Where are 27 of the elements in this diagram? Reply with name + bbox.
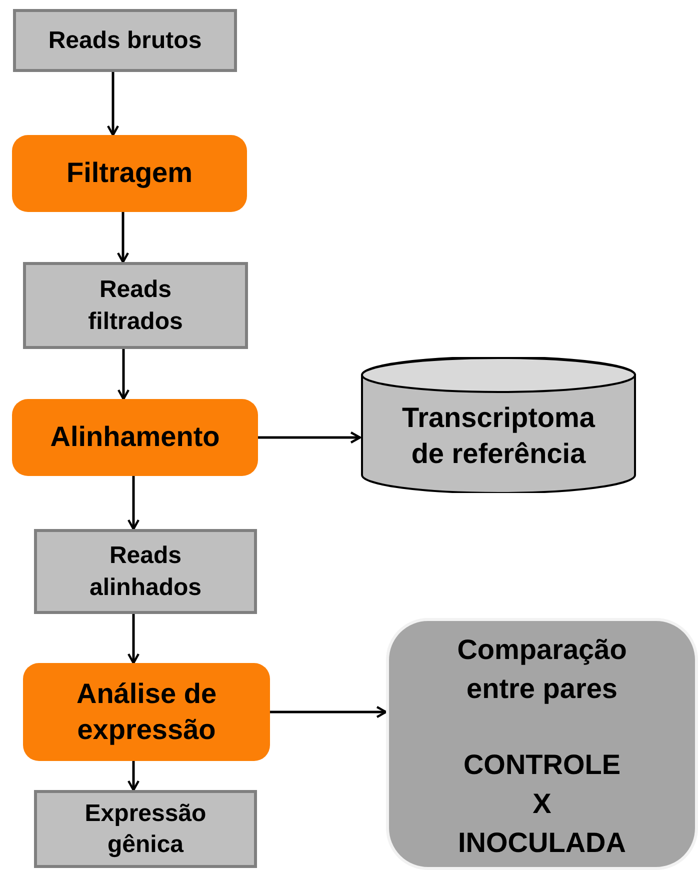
arrow xyxy=(127,614,140,664)
process-box xyxy=(23,663,270,761)
arrow xyxy=(106,72,120,136)
data-box xyxy=(23,262,248,349)
arrow xyxy=(270,706,388,718)
arrow xyxy=(127,476,140,530)
data-box xyxy=(13,9,237,72)
arrow xyxy=(116,212,130,264)
node-label: Transcriptoma de referência xyxy=(401,400,596,471)
database-cylinder xyxy=(360,357,637,493)
data-box xyxy=(34,790,257,868)
process-box xyxy=(12,135,247,212)
data-box xyxy=(34,529,257,614)
arrow xyxy=(127,761,140,792)
arrow xyxy=(258,431,362,444)
result-box xyxy=(386,618,698,870)
arrow xyxy=(117,349,130,400)
node-label: Filtragem xyxy=(66,156,193,190)
node-label: Expressão gênica xyxy=(84,798,208,860)
process-box xyxy=(12,399,258,476)
node-label: CONTROLE X INOCULADA xyxy=(458,748,626,860)
node-label: Reads filtrados xyxy=(87,275,184,336)
node-label: Reads brutos xyxy=(48,26,202,56)
node-label: Alinhamento xyxy=(50,420,220,454)
node-label: Comparação entre pares xyxy=(456,633,628,706)
node-label: Reads alinhados xyxy=(88,541,203,602)
node-label: Análise de expressão xyxy=(75,676,218,747)
